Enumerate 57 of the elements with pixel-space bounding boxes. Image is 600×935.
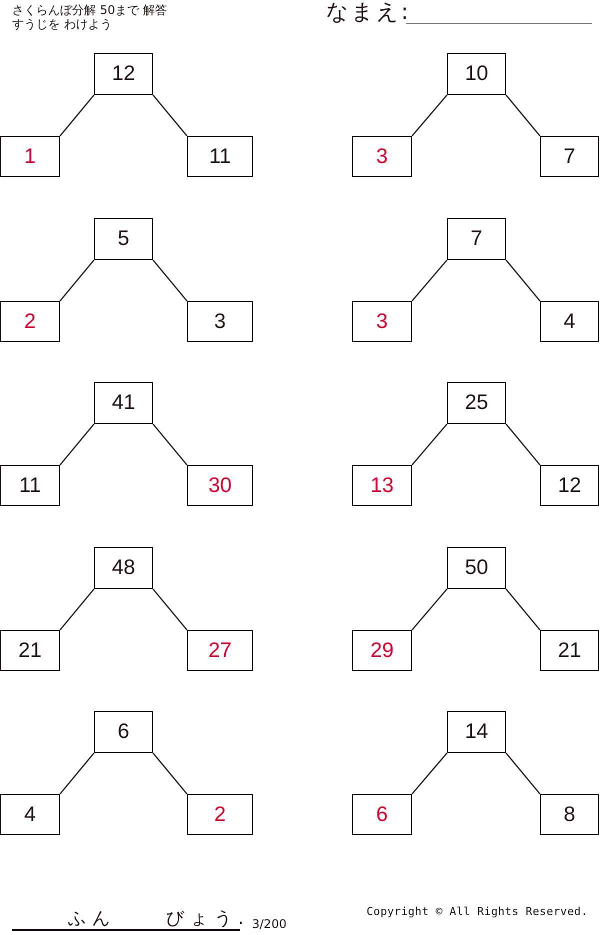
number-box: 4	[540, 301, 599, 342]
number-box: 27	[187, 630, 253, 671]
connector-line	[60, 424, 94, 466]
connector-line	[412, 752, 448, 794]
number-box: 25	[447, 382, 506, 424]
connector-line	[506, 424, 540, 466]
number-box: 50	[447, 547, 506, 589]
number-box: 12	[94, 53, 153, 95]
number-box: 4	[0, 794, 60, 835]
number-box: 7	[447, 218, 506, 260]
seconds-label: びょう.	[166, 909, 250, 929]
connector-line	[506, 94, 540, 136]
number-box: 21	[540, 630, 599, 671]
connector-line	[152, 424, 188, 466]
number-box: 2	[0, 301, 60, 342]
connector-line	[412, 260, 448, 302]
number-box: 11	[187, 136, 253, 177]
number-box: 2	[187, 794, 253, 835]
number-box: 6	[94, 711, 153, 753]
connector-line	[412, 424, 448, 466]
minutes-label: ふん	[68, 909, 116, 929]
connector-line	[412, 588, 448, 630]
number-box: 14	[447, 711, 506, 753]
connector-line	[60, 94, 94, 136]
connector-line	[412, 94, 448, 136]
connector-line	[60, 260, 94, 302]
page-number: 3/200	[252, 918, 287, 932]
copyright-notice: Copyright © All Rights Reserved.	[366, 906, 588, 918]
worksheet-title: さくらんぼ分解 50まで 解答	[12, 4, 167, 18]
connector-line	[152, 752, 188, 794]
number-box: 3	[352, 301, 412, 342]
number-box: 13	[352, 465, 412, 506]
number-box: 5	[94, 218, 153, 260]
number-box: 48	[94, 547, 153, 589]
connector-line	[506, 752, 540, 794]
number-box: 12	[540, 465, 599, 506]
connector-line	[152, 260, 188, 302]
number-box: 30	[187, 465, 253, 506]
worksheet-subtitle: すうじを わけよう	[12, 18, 112, 32]
number-box: 21	[0, 630, 60, 671]
number-box: 6	[352, 794, 412, 835]
connector-line	[152, 94, 188, 136]
number-box: 3	[187, 301, 253, 342]
number-box: 3	[352, 136, 412, 177]
number-box: 10	[447, 53, 506, 95]
connector-line	[152, 588, 188, 630]
name-label: なまえ:	[326, 1, 410, 26]
number-box: 7	[540, 136, 599, 177]
connector-line	[506, 588, 540, 630]
number-box: 11	[0, 465, 60, 506]
number-box: 1	[0, 136, 60, 177]
number-box: 29	[352, 630, 412, 671]
connector-line	[60, 752, 94, 794]
connector-line	[60, 588, 94, 630]
connector-line	[506, 260, 540, 302]
number-box: 8	[540, 794, 599, 835]
number-box: 41	[94, 382, 153, 424]
